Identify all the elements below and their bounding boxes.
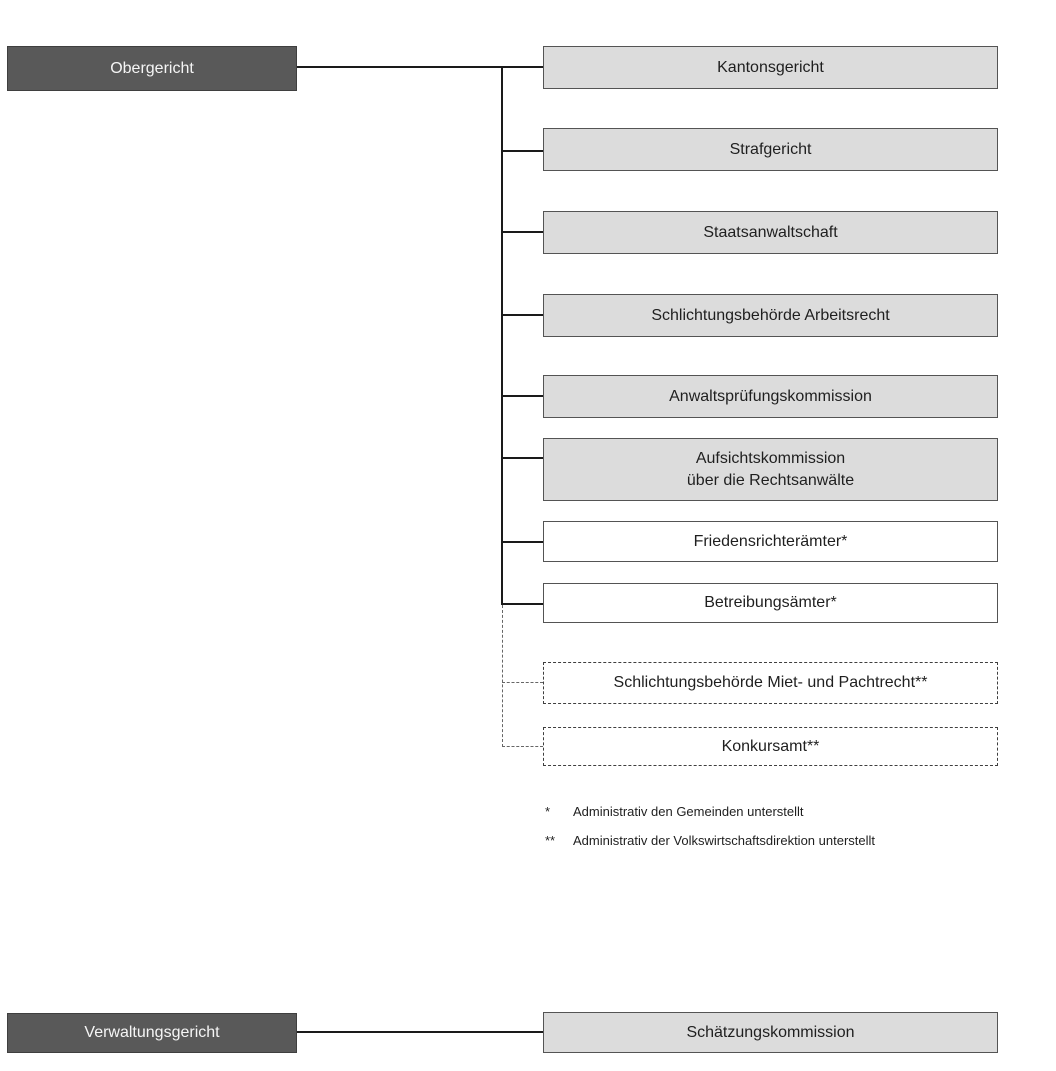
connector-branch-schlichtungsbehoerde-arbeitsrecht (501, 314, 543, 316)
org-box-label: Schätzungskommission (686, 1023, 855, 1041)
connector-trunk (501, 66, 503, 605)
org-box-label: Konkursamt** (721, 737, 820, 755)
connector-branch-miet-pachtrecht (502, 682, 543, 683)
org-box-obergericht: Obergericht (7, 46, 297, 91)
connector-branch-staatsanwaltschaft (501, 231, 543, 233)
org-box-label: Friedensrichterämter* (693, 532, 848, 550)
org-box-label: Schlichtungsbehörde Arbeitsrecht (651, 306, 890, 324)
org-box-label: Anwaltsprüfungskommission (669, 387, 872, 405)
org-box-schaetzungskommission: Schätzungskommission (543, 1012, 998, 1053)
org-box-konkursamt: Konkursamt** (543, 727, 998, 766)
footnote-text: Administrativ den Gemeinden unterstellt (573, 804, 804, 819)
connector-trunk-dashed (502, 605, 503, 747)
footnote-double-asterisk: ** Administrativ der Volkswirtschaftsdir… (545, 833, 1045, 849)
org-box-label: Kantonsgericht (717, 58, 824, 76)
org-box-label: Betreibungsämter* (704, 594, 837, 612)
footnote-marker: ** (545, 833, 556, 848)
org-box-aufsichtskommission: Aufsichtskommission über die Rechtsanwäl… (543, 438, 998, 501)
org-box-label: Staatsanwaltschaft (703, 223, 838, 241)
org-box-label: Strafgericht (729, 140, 812, 158)
org-box-verwaltungsgericht: Verwaltungsgericht (7, 1013, 297, 1053)
org-box-label: Aufsichtskommission über die Rechtsanwäl… (686, 449, 855, 489)
org-box-label: Schlichtungsbehörde Miet- und Pachtrecht… (613, 674, 928, 692)
footnote-single-asterisk: * Administrativ den Gemeinden unterstell… (545, 804, 1045, 820)
org-box-kantonsgericht: Kantonsgericht (543, 46, 998, 89)
connector-branch-friedensrichteraemter (501, 541, 543, 543)
org-box-friedensrichteraemter: Friedensrichterämter* (543, 521, 998, 562)
org-box-label: Obergericht (110, 59, 194, 77)
org-box-anwaltspruefungskommission: Anwaltsprüfungskommission (543, 375, 998, 418)
connector-branch-betreibungsaemter (501, 603, 543, 605)
org-box-strafgericht: Strafgericht (543, 128, 998, 171)
connector-branch-anwaltspruefungskommission (501, 395, 543, 397)
org-box-label: Verwaltungsgericht (84, 1024, 220, 1042)
connector-branch-konkursamt (502, 746, 543, 747)
connector-verwaltungsgericht-main (297, 1031, 543, 1033)
connector-obergericht-main (297, 66, 543, 68)
org-box-staatsanwaltschaft: Staatsanwaltschaft (543, 211, 998, 254)
org-box-schlichtungsbehoerde-arbeitsrecht: Schlichtungsbehörde Arbeitsrecht (543, 294, 998, 337)
connector-branch-strafgericht (501, 150, 543, 152)
footnote-marker: * (545, 804, 551, 819)
connector-branch-aufsichtskommission (501, 457, 543, 459)
org-box-betreibungsaemter: Betreibungsämter* (543, 583, 998, 623)
org-box-schlichtungsbehoerde-miet-pachtrecht: Schlichtungsbehörde Miet- und Pachtrecht… (543, 662, 998, 704)
footnote-text: Administrativ der Volkswirtschaftsdirekt… (573, 833, 876, 848)
